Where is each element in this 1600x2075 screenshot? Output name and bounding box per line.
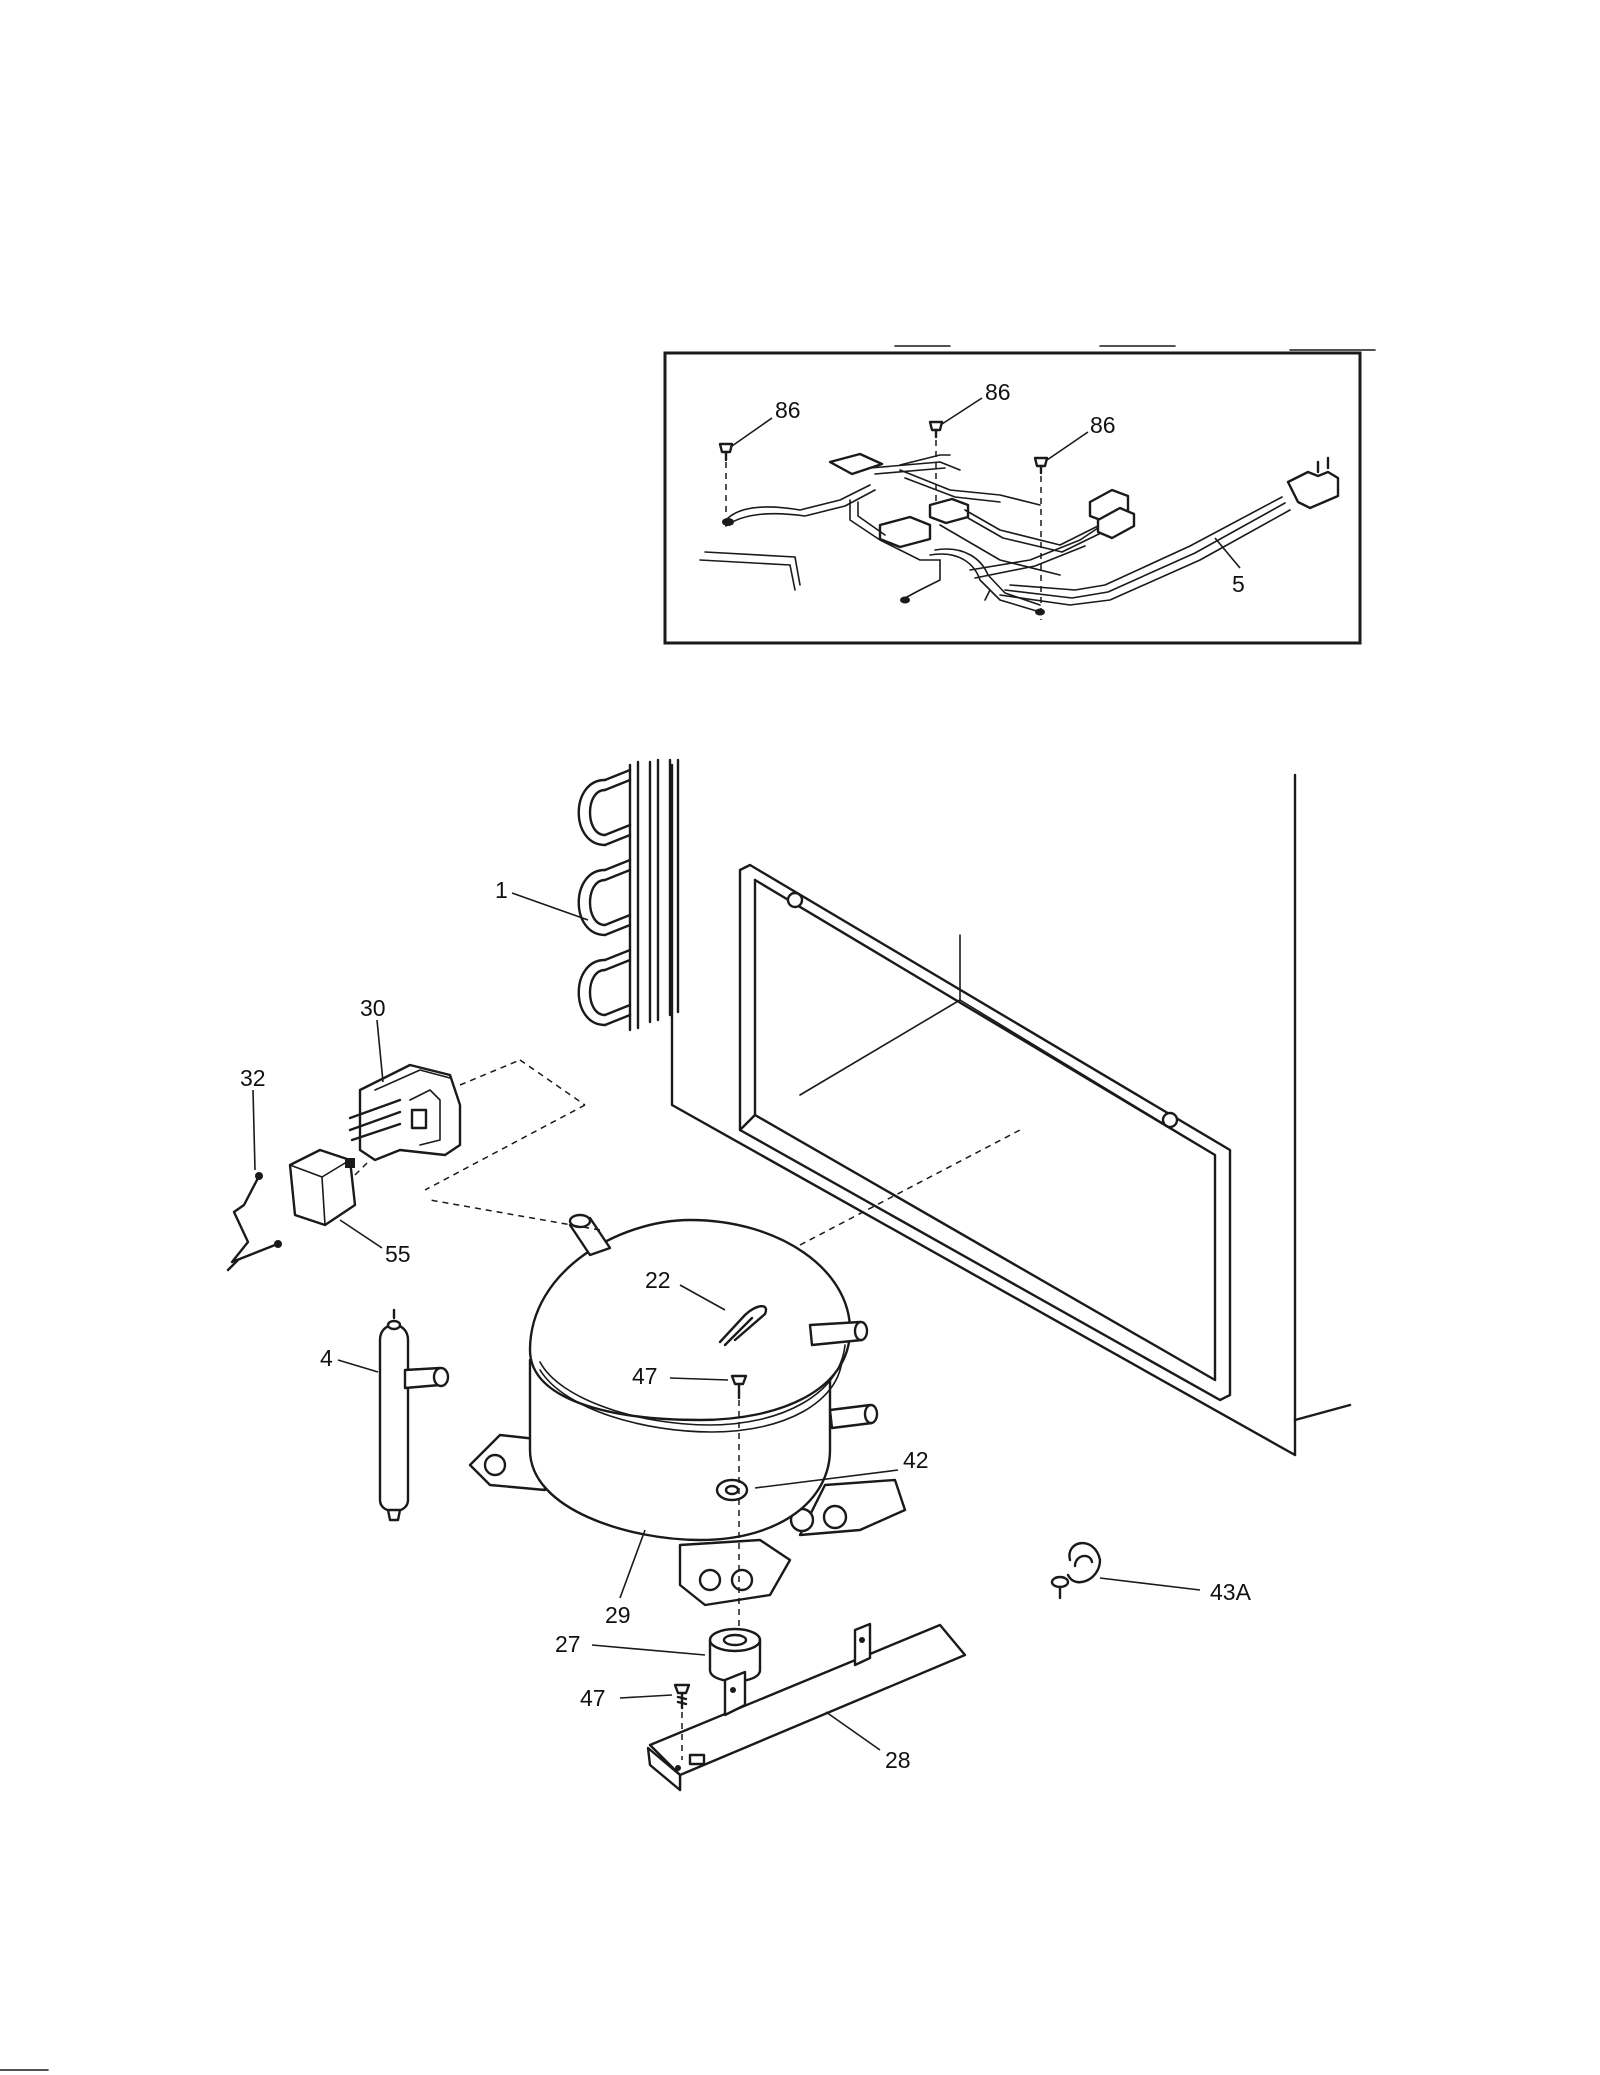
callout-42: 42 <box>903 1447 929 1473</box>
mounting-bracket <box>646 1622 967 1792</box>
screw-86-right <box>1033 456 1049 620</box>
callout-32: 32 <box>240 1065 266 1091</box>
rubber-grommet <box>708 1627 762 1683</box>
callout-27: 27 <box>555 1631 581 1657</box>
callout-43a: 43A <box>1210 1579 1252 1605</box>
condenser-coil <box>577 758 680 1032</box>
cabinet-rear <box>670 763 1352 1457</box>
callout-47-bottom: 47 <box>580 1685 606 1711</box>
callout-4: 4 <box>320 1345 333 1371</box>
wire-harness <box>699 452 1340 616</box>
wiring-harness-inset: 86 86 86 5 <box>663 345 1376 645</box>
screw-86-middle <box>928 420 944 515</box>
callout-30: 30 <box>360 995 386 1021</box>
callout-86-right: 86 <box>1090 412 1116 438</box>
callout-47-top: 47 <box>632 1363 658 1389</box>
wire-link <box>226 1172 282 1272</box>
callout-55: 55 <box>385 1241 411 1267</box>
callout-5: 5 <box>1232 571 1245 597</box>
screw-86-left <box>718 442 734 515</box>
callout-86-left: 86 <box>775 397 801 423</box>
tube-clamp <box>1050 1541 1102 1600</box>
inset-frame <box>663 351 1362 645</box>
callout-1: 1 <box>495 877 508 903</box>
callout-29: 29 <box>605 1602 631 1628</box>
start-capacitor <box>288 1148 371 1227</box>
filter-drier <box>378 1308 450 1522</box>
relay-overload <box>348 1059 586 1191</box>
callout-22: 22 <box>645 1267 671 1293</box>
callout-28: 28 <box>885 1747 911 1773</box>
compressor <box>429 1129 1021 1645</box>
callout-86-middle: 86 <box>985 379 1011 405</box>
screw-47-bottom <box>673 1683 691 1710</box>
